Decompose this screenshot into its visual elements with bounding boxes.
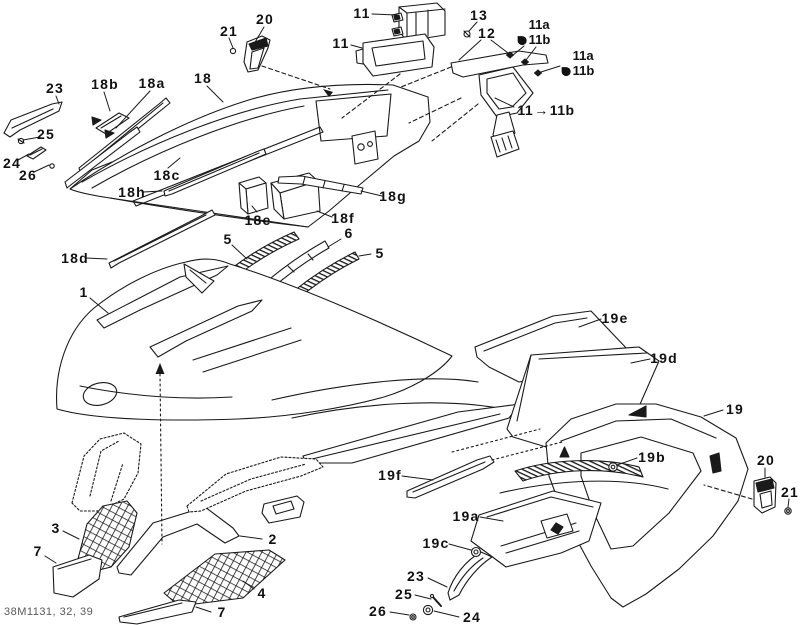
callout-19c: 19c bbox=[422, 535, 450, 551]
callout-18g: 18g bbox=[379, 188, 407, 204]
grease-drop-icon bbox=[517, 36, 527, 45]
hardware-24-25-26-top bbox=[17, 137, 55, 169]
construction-lines bbox=[155, 65, 753, 545]
callout-12: 12 bbox=[478, 25, 496, 41]
grease-note-1-ref: 11b bbox=[528, 32, 551, 47]
callout-11-module: 11 bbox=[353, 5, 371, 21]
part-panel-7-left bbox=[52, 554, 103, 598]
part-strip-7-bottom bbox=[118, 599, 197, 625]
callout-25-top: 25 bbox=[37, 126, 55, 142]
ref-to: 11b bbox=[549, 102, 575, 118]
grease-note-2-ref: 11b bbox=[572, 63, 595, 78]
callout-19b: 19b bbox=[638, 449, 666, 465]
ref-from: 11 bbox=[517, 102, 534, 118]
part-latch-20-right bbox=[753, 476, 792, 515]
callout-5-right: 5 bbox=[375, 245, 385, 261]
callout-20-right: 20 bbox=[757, 452, 775, 468]
part-duct-left bbox=[71, 432, 142, 512]
part-mesh-grille-4 bbox=[163, 549, 286, 607]
callout-20-top: 20 bbox=[256, 11, 274, 27]
callout-7-left: 7 bbox=[33, 543, 43, 559]
callout-3: 3 bbox=[51, 520, 61, 536]
part-trim-23-bottom bbox=[447, 551, 493, 601]
grease-drop-icon bbox=[561, 67, 571, 76]
grease-note-2: 11a 11b bbox=[561, 48, 595, 79]
grease-note-1-part: 11a bbox=[528, 17, 550, 33]
callout-2: 2 bbox=[268, 531, 278, 547]
callout-7-bottom: 7 bbox=[217, 604, 227, 620]
callout-18a: 18a bbox=[138, 75, 166, 91]
part-bar-19f bbox=[406, 455, 495, 499]
callout-4: 4 bbox=[257, 585, 267, 601]
callout-25-bottom: 25 bbox=[395, 586, 413, 602]
part-strip-18g bbox=[277, 175, 364, 195]
grease-note-1: 11a 11b bbox=[517, 17, 551, 48]
part-strip-18h bbox=[163, 148, 267, 197]
part-screw-13 bbox=[463, 30, 471, 38]
right-arrow-icon: → bbox=[534, 102, 549, 118]
callout-26-bottom: 26 bbox=[369, 603, 387, 619]
callout-23-bottom: 23 bbox=[407, 568, 425, 584]
callout-19d: 19d bbox=[650, 350, 678, 366]
callout-21-right: 21 bbox=[781, 484, 799, 500]
callout-26-top: 26 bbox=[19, 167, 37, 183]
part-strip-18d bbox=[108, 209, 216, 269]
part-shield-2 bbox=[116, 506, 240, 576]
callout-18: 18 bbox=[194, 70, 212, 86]
callout-5-left: 5 bbox=[223, 231, 233, 247]
callout-18b: 18b bbox=[91, 76, 119, 92]
callout-18d: 18d bbox=[61, 250, 89, 266]
callout-1: 1 bbox=[79, 284, 89, 300]
part-foam-18e bbox=[238, 176, 269, 215]
callout-18f: 18f bbox=[331, 210, 355, 226]
callout-6: 6 bbox=[344, 225, 354, 241]
hardware-bottom bbox=[409, 462, 618, 621]
part-flap-bracket bbox=[261, 495, 305, 524]
callout-24-top: 24 bbox=[3, 155, 21, 171]
callout-13: 13 bbox=[470, 7, 488, 23]
ref-label-11-to-11b: 11→11b bbox=[517, 102, 574, 118]
grease-note-2-part: 11a bbox=[572, 48, 594, 64]
callout-23-top: 23 bbox=[46, 80, 64, 96]
part-module-11 bbox=[391, 2, 446, 42]
part-bracket-12 bbox=[450, 50, 549, 158]
part-latch-20-top bbox=[229, 35, 271, 73]
part-lower-body-lines bbox=[271, 378, 521, 464]
callout-11-gauge: 11 bbox=[332, 35, 350, 51]
part-tray-19a bbox=[470, 490, 602, 568]
callout-19: 19 bbox=[726, 401, 744, 417]
callout-21-top: 21 bbox=[220, 23, 238, 39]
leader-lines bbox=[17, 13, 790, 618]
part-hood-1 bbox=[56, 258, 453, 421]
callout-18e: 18e bbox=[244, 212, 272, 228]
callout-24-bottom: 24 bbox=[463, 609, 481, 625]
callout-19a: 19a bbox=[452, 508, 480, 524]
part-trim-18a bbox=[64, 97, 171, 189]
callout-18c: 18c bbox=[153, 167, 181, 183]
callout-19f: 19f bbox=[378, 467, 402, 483]
callout-18h: 18h bbox=[118, 184, 146, 200]
part-gauge-11 bbox=[355, 33, 435, 77]
callout-19e: 19e bbox=[601, 310, 629, 326]
part-duct-right bbox=[186, 456, 324, 513]
part-bracket-18b bbox=[91, 112, 130, 139]
drawing-code: 38M1131, 32, 39 bbox=[4, 606, 94, 618]
part-trim-23-top bbox=[3, 101, 63, 138]
